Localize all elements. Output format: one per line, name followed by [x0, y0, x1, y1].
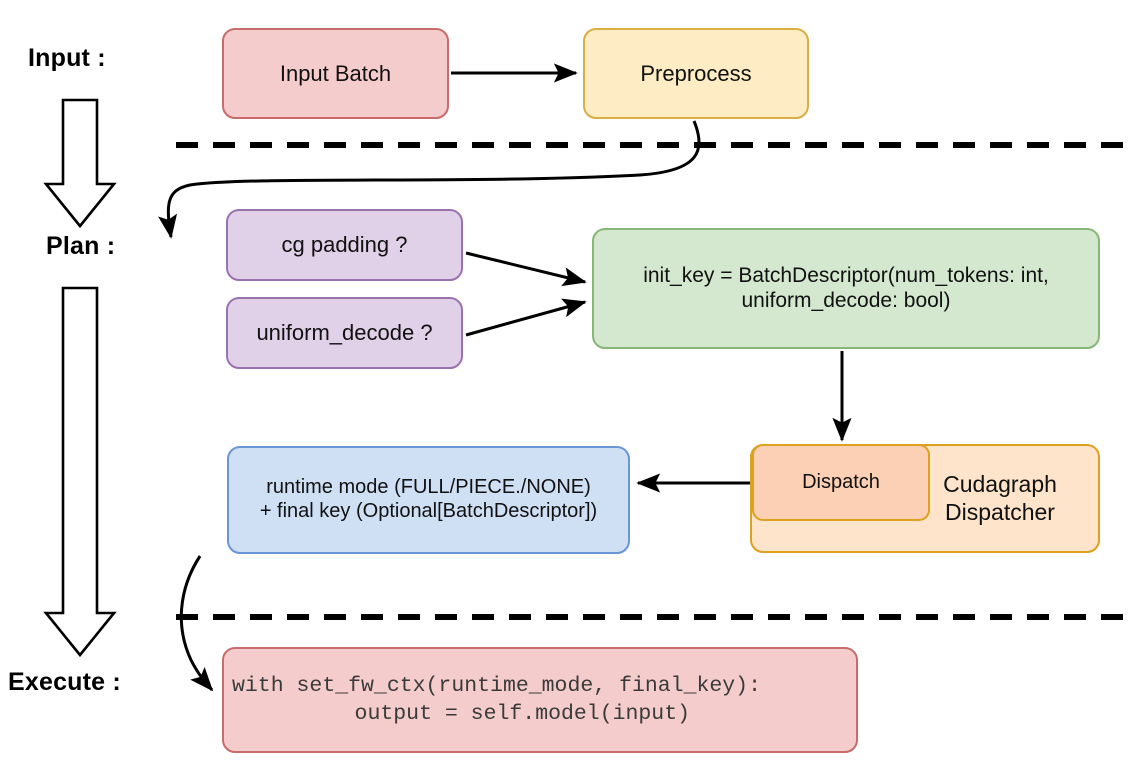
stage-label-plan: Plan : [46, 232, 116, 260]
node-init-key-line1: init_key = BatchDescriptor(num_tokens: i… [643, 263, 1049, 287]
node-cudagraph-dispatcher-line1: Cudagraph [943, 471, 1057, 498]
node-preprocess-label: Preprocess [640, 60, 752, 86]
node-init-key-line2: uniform_decode: bool) [741, 288, 951, 312]
node-init-key[interactable]: init_key = BatchDescriptor(num_tokens: i… [592, 228, 1100, 349]
node-uniform-decode-label: uniform_decode ? [256, 320, 433, 346]
node-cg-padding[interactable]: cg padding ? [226, 209, 463, 281]
plan-to-execute-arrow [43, 286, 117, 658]
stage-label-execute: Execute : [8, 668, 121, 696]
node-runtime-mode-line2: + final key (Optional[BatchDescriptor]) [259, 500, 598, 522]
node-init-key-text: init_key = BatchDescriptor(num_tokens: i… [643, 264, 1049, 314]
node-input-batch[interactable]: Input Batch [222, 28, 449, 119]
edge-cg-padding-to-init-key [465, 251, 587, 287]
stage-label-input: Input : [28, 44, 106, 72]
edge-runtime-mode-to-code-block [179, 555, 214, 692]
edge-uniform-decode-to-init-key [465, 298, 587, 337]
input-to-plan-arrow [43, 98, 117, 229]
node-runtime-mode[interactable]: runtime mode (FULL/PIECE./NONE) + final … [227, 446, 630, 554]
node-runtime-mode-line1: runtime mode (FULL/PIECE./NONE) [266, 476, 591, 499]
node-uniform-decode[interactable]: uniform_decode ? [226, 297, 463, 369]
node-cg-padding-label: cg padding ? [281, 232, 408, 258]
node-cudagraph-dispatcher-line2: Dispatcher [945, 498, 1055, 525]
node-dispatch-label: Dispatch [802, 470, 880, 493]
node-runtime-mode-text: runtime mode (FULL/PIECE./NONE) + final … [260, 476, 597, 523]
node-input-batch-label: Input Batch [279, 60, 392, 86]
node-code-block[interactable]: with set_fw_ctx(runtime_mode, final_key)… [222, 647, 858, 753]
node-dispatch[interactable]: Dispatch [752, 444, 930, 521]
node-cudagraph-dispatcher-text: Cudagraph Dispatcher [924, 471, 1076, 525]
node-code-block-text: with set_fw_ctx(runtime_mode, final_key)… [232, 673, 761, 726]
node-preprocess[interactable]: Preprocess [583, 28, 809, 119]
